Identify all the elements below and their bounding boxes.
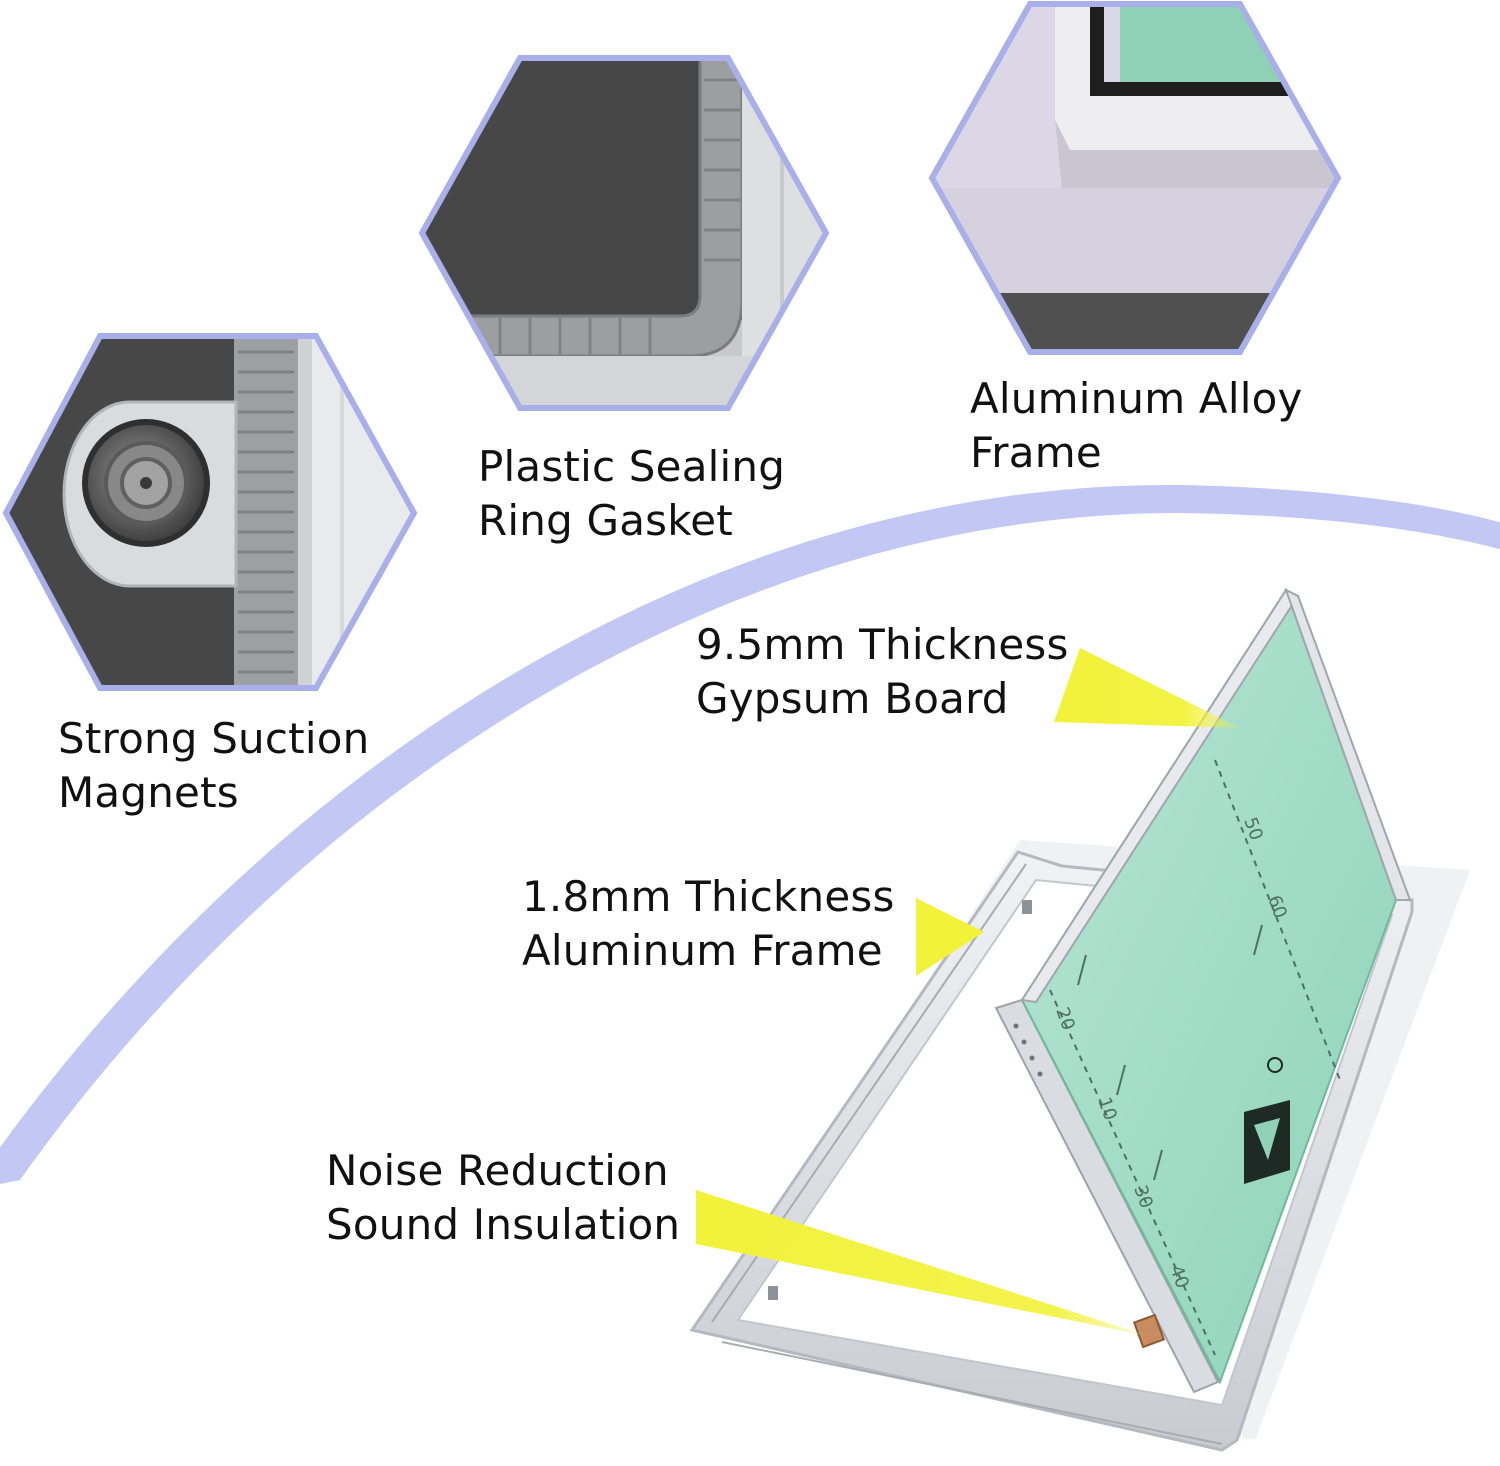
- frame-closeup-photo: [928, 0, 1342, 355]
- label-line: Ring Gasket: [478, 496, 733, 545]
- magnet-closeup-photo: [2, 333, 418, 691]
- label-line: Sound Insulation: [326, 1200, 681, 1249]
- label-line: Aluminum Alloy: [970, 374, 1303, 423]
- background-arc: [0, 484, 1500, 1184]
- label-line: Aluminum Frame: [522, 926, 883, 975]
- label-line: Magnets: [58, 768, 239, 817]
- label-line: Noise Reduction: [326, 1146, 669, 1195]
- label-line: Gypsum Board: [696, 674, 1009, 723]
- hinge: [1132, 1313, 1166, 1349]
- label-line: Frame: [970, 428, 1102, 477]
- callout-beam-noise: [696, 1190, 1148, 1336]
- label-line: Plastic Sealing: [478, 442, 786, 491]
- label-line: 1.8mm Thickness: [522, 872, 895, 921]
- label-strong-suction-magnets: Strong Suction Magnets: [58, 712, 369, 820]
- label-line: Strong Suction: [58, 714, 370, 763]
- label-noise-reduction: Noise Reduction Sound Insulation: [326, 1144, 680, 1252]
- callout-beam-aluminum: [916, 898, 984, 976]
- label-plastic-sealing-gasket: Plastic Sealing Ring Gasket: [478, 440, 785, 548]
- callout-beam-gypsum: [1054, 648, 1240, 728]
- gasket-closeup-photo: [418, 55, 830, 411]
- label-aluminum-frame-thickness: 1.8mm Thickness Aluminum Frame: [522, 870, 895, 978]
- label-gypsum-board-thickness: 9.5mm Thickness Gypsum Board: [696, 618, 1069, 726]
- label-line: 9.5mm Thickness: [696, 620, 1069, 669]
- label-aluminum-alloy-frame: Aluminum Alloy Frame: [970, 372, 1303, 480]
